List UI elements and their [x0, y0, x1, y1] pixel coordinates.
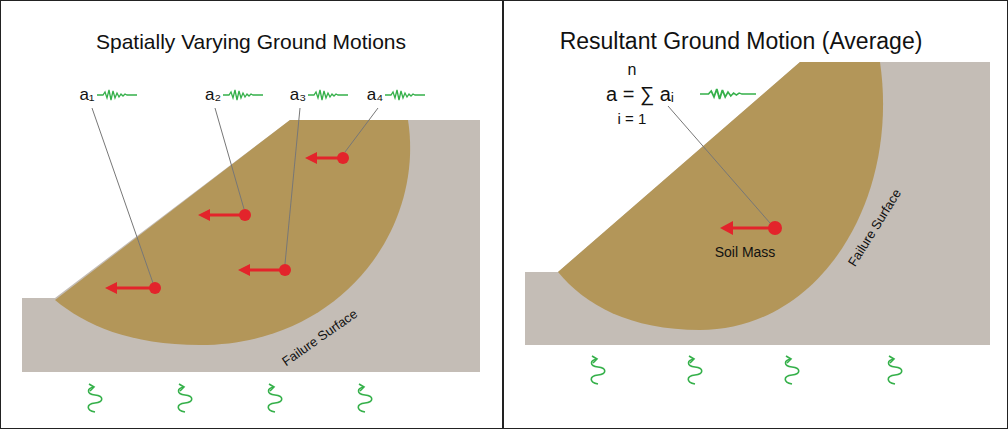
- seismogram: [97, 90, 137, 100]
- mass-dot: [768, 221, 782, 235]
- leader-line: [285, 108, 300, 264]
- mass-dot: [149, 282, 161, 294]
- wave-symbol: [688, 356, 702, 384]
- mass-dot: [239, 209, 251, 221]
- arrow-head: [238, 264, 250, 276]
- force-arrow: [105, 282, 161, 294]
- panel-box: Spatially Varying Ground Motions: [0, 0, 503, 429]
- arrow-head: [720, 221, 733, 235]
- leader-line: [215, 108, 244, 209]
- leader-line: [345, 108, 378, 152]
- leader-line: [92, 108, 153, 283]
- force-arrow: [198, 209, 251, 221]
- wave-symbol: [591, 356, 605, 384]
- wave-symbol: [268, 384, 282, 412]
- force-arrow: [305, 152, 349, 164]
- arrow-head: [198, 209, 210, 221]
- wave-symbol: [358, 384, 372, 412]
- bedrock: [525, 62, 990, 345]
- wave-symbol: [178, 384, 192, 412]
- sum-formula: a = ∑ aᵢ: [606, 83, 674, 105]
- wave-symbol: [88, 384, 102, 412]
- panel-box: Resultant Ground Motion (Average): [503, 0, 1008, 429]
- motion-label: a₂: [205, 86, 221, 105]
- surface-label: Failure Surface: [846, 187, 905, 269]
- seismogram: [308, 90, 348, 100]
- motion-label: a₃: [290, 86, 306, 105]
- motion-label: a₁: [79, 86, 94, 105]
- bedrock: [22, 120, 480, 372]
- motion-label: a₄: [367, 86, 383, 105]
- surface-label: Failure Surface: [280, 307, 360, 369]
- arrow-head: [305, 152, 317, 164]
- force-arrow: [238, 264, 291, 276]
- panel-title: Resultant Ground Motion (Average): [560, 28, 923, 55]
- seismogram: [223, 90, 263, 100]
- sum-limit: n: [628, 61, 637, 79]
- wave-symbol: [785, 356, 799, 384]
- seismogram: [700, 89, 756, 99]
- mass-dot: [337, 152, 349, 164]
- wave-symbol: [888, 356, 902, 384]
- mass-label: Soil Mass: [715, 245, 776, 260]
- soil-mass: [558, 62, 883, 330]
- panel-title: Spatially Varying Ground Motions: [96, 30, 406, 54]
- seismogram: [385, 90, 425, 100]
- leader-line: [668, 106, 770, 223]
- sum-limit: i = 1: [618, 111, 647, 128]
- mass-dot: [279, 264, 291, 276]
- arrow-head: [105, 282, 117, 294]
- force-arrow: [720, 221, 782, 235]
